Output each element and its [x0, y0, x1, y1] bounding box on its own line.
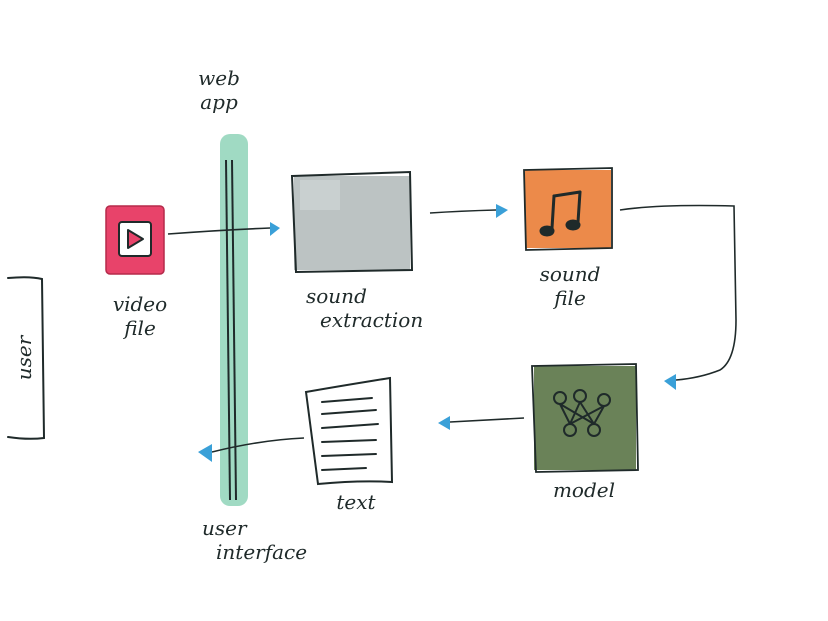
label-sound-file: sound file — [530, 262, 610, 310]
play-icon — [118, 221, 152, 257]
label-sound-extraction: sound extraction — [300, 284, 460, 332]
document-icon — [304, 376, 394, 486]
arrow-model-to-text — [438, 416, 525, 430]
label-sound-extraction-line-2: extraction — [320, 308, 424, 332]
label-web-app-line-1: web — [198, 66, 240, 90]
video-file-box — [105, 205, 165, 275]
web-app-bar — [220, 134, 248, 506]
label-video-file-line-2: file — [124, 316, 156, 340]
label-video-file-line-1: video — [112, 292, 168, 316]
arrow-extraction-to-sound-file — [429, 204, 508, 218]
label-user: user — [12, 335, 36, 381]
arrow-video-to-extraction — [167, 222, 280, 236]
sound-extraction-box — [290, 170, 414, 274]
label-user-interface-line-1: user — [202, 516, 247, 540]
label-text: text — [336, 490, 376, 514]
label-user-interface-line-2: interface — [216, 540, 308, 564]
label-user-interface: user interface — [196, 516, 316, 564]
label-sound-file-line-2: file — [554, 286, 586, 310]
label-web-app-line-2: app — [200, 90, 238, 114]
label-model: model — [552, 478, 616, 502]
user-bracket — [7, 276, 46, 440]
label-sound-file-line-1: sound — [539, 262, 601, 286]
neural-network-icon — [553, 389, 611, 437]
label-video-file: video file — [100, 292, 180, 340]
music-note-icon — [539, 190, 582, 237]
model-box — [531, 363, 639, 473]
label-sound-extraction-line-1: sound — [306, 284, 367, 308]
web-app-bar-line-left — [225, 159, 231, 501]
web-app-bar-line-right — [231, 159, 237, 501]
arrow-sound-file-to-model — [619, 204, 737, 390]
arrow-text-to-interface — [198, 437, 305, 462]
sound-file-box — [523, 167, 613, 251]
label-web-app: web app — [184, 66, 254, 114]
